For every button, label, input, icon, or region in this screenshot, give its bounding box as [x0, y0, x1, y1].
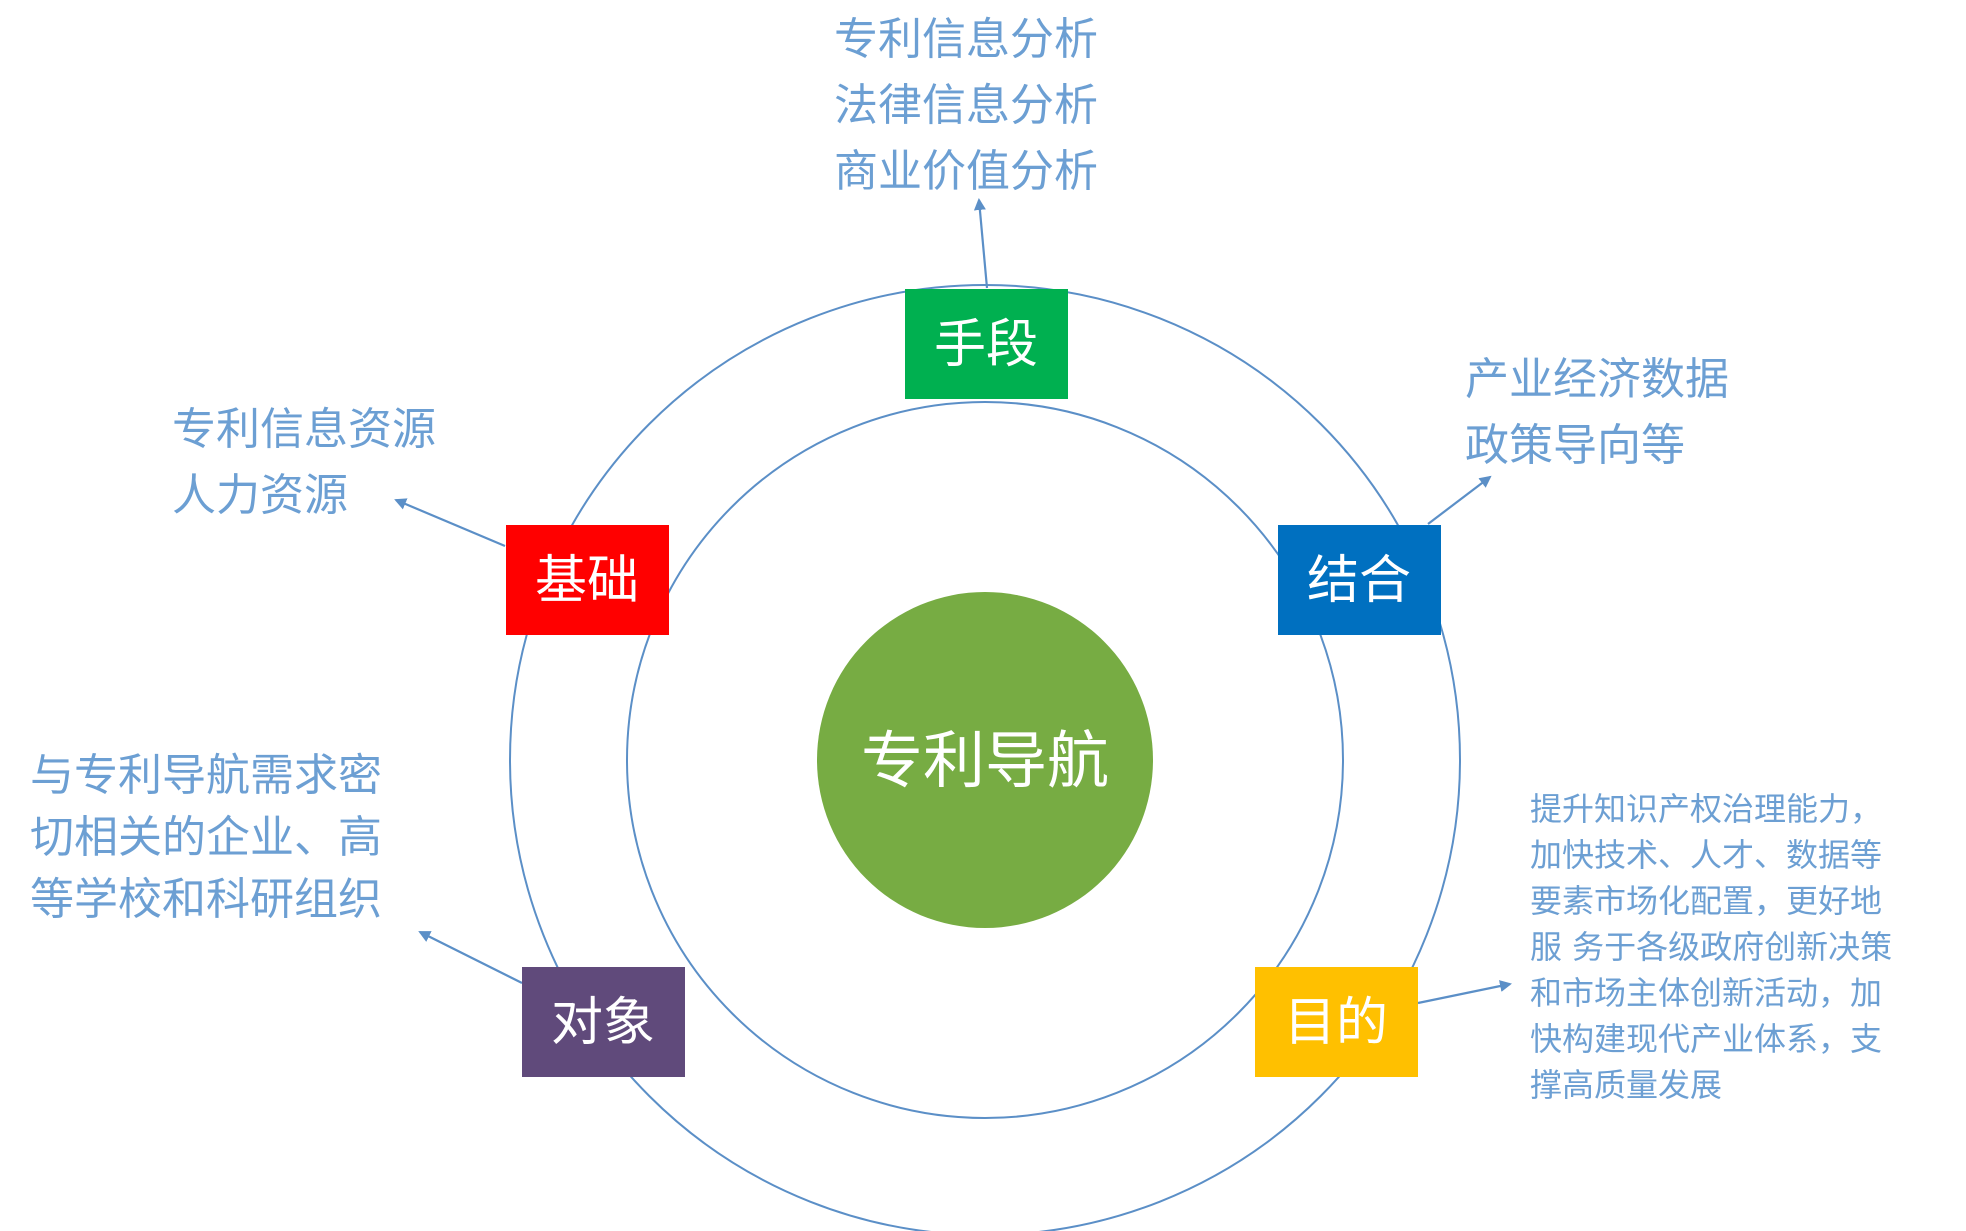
- node-foundation-box: [506, 525, 669, 635]
- note-means-line: 法律信息分析: [834, 80, 1098, 131]
- node-means-label: 手段: [934, 315, 1038, 375]
- node-purpose: 目的: [1255, 967, 1418, 1077]
- note-foundation-line: 专利信息资源: [172, 404, 436, 455]
- note-purpose-line: 快构建现代产业体系，支: [1530, 1020, 1882, 1058]
- center-label: 专利导航: [861, 724, 1109, 797]
- center-circle: [817, 592, 1153, 928]
- arrow-means: [973, 198, 989, 289]
- note-target-line: 切相关的企业、高: [30, 812, 382, 863]
- note-purpose-line: 加快技术、人才、数据等: [1530, 836, 1882, 874]
- node-combination-box: [1278, 525, 1441, 635]
- note-purpose-line: 和市场主体创新活动，加: [1530, 974, 1882, 1012]
- node-target-label: 对象: [551, 993, 655, 1053]
- note-purpose-line: 撑高质量发展: [1530, 1066, 1722, 1104]
- arrow-purpose: [1417, 980, 1512, 1005]
- arrow-target: [418, 931, 523, 984]
- note-combination-line: 产业经济数据: [1465, 354, 1729, 405]
- node-combination: 结合: [1278, 525, 1441, 635]
- inner-ring: [626, 401, 1344, 1119]
- note-means: 专利信息分析 法律信息分析 商业价值分析: [834, 14, 1098, 197]
- node-foundation: 基础: [506, 525, 669, 635]
- note-purpose-line: 服 务于各级政府创新决策: [1530, 928, 1892, 966]
- node-combination-label: 结合: [1307, 551, 1411, 611]
- note-means-line: 商业价值分析: [834, 146, 1098, 197]
- arrow-foundation: [394, 498, 506, 548]
- note-means-line: 专利信息分析: [834, 14, 1098, 65]
- note-combination: 产业经济数据 政策导向等: [1465, 354, 1729, 471]
- node-purpose-box: [1255, 967, 1418, 1077]
- note-foundation: 专利信息资源 人力资源: [172, 404, 436, 521]
- note-purpose-line: 提升知识产权治理能力，: [1530, 790, 1882, 828]
- node-target: 对象: [522, 967, 685, 1077]
- outer-ring: [509, 284, 1461, 1231]
- note-target: 与专利导航需求密 切相关的企业、高 等学校和科研组织: [30, 750, 382, 925]
- node-means: 手段: [905, 289, 1068, 399]
- note-combination-line: 政策导向等: [1465, 420, 1685, 471]
- node-means-box: [905, 289, 1068, 399]
- node-purpose-label: 目的: [1284, 993, 1388, 1053]
- node-foundation-label: 基础: [535, 551, 639, 611]
- note-purpose: 提升知识产权治理能力， 加快技术、人才、数据等 要素市场化配置，更好地 服 务于…: [1530, 790, 1892, 1104]
- note-target-line: 与专利导航需求密: [30, 750, 382, 801]
- note-target-line: 等学校和科研组织: [30, 874, 382, 925]
- arrow-combination: [1427, 475, 1492, 525]
- node-target-box: [522, 967, 685, 1077]
- note-purpose-line: 要素市场化配置，更好地: [1530, 882, 1882, 920]
- note-foundation-line: 人力资源: [172, 470, 348, 521]
